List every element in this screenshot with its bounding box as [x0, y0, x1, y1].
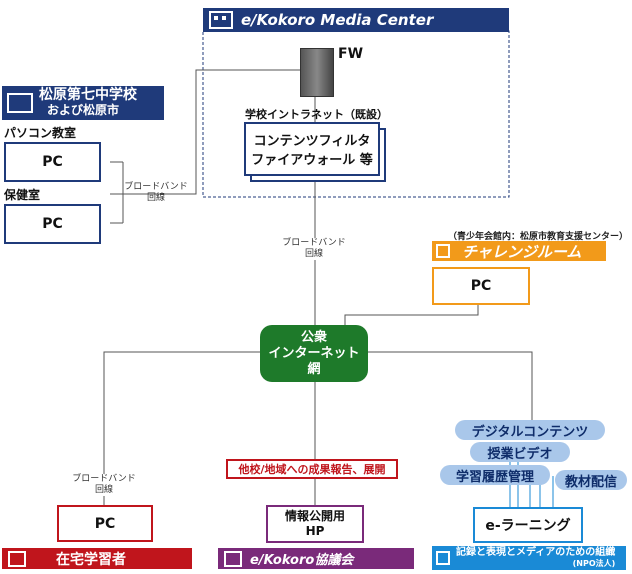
fw-label: FW — [338, 46, 364, 62]
challenge-pc: PC — [432, 267, 530, 305]
broadband-label-school: ブロードバンド回線 — [124, 182, 188, 203]
media-center-banner: e/Kokoro Media Center — [203, 8, 509, 32]
filter-line1: コンテンツフィルタ — [253, 134, 371, 149]
intranet-label: 学校イントラネット（既設） — [245, 108, 388, 121]
kokoro-banner: e/Kokoro協議会 — [218, 548, 414, 569]
npo-banner: 記録と表現とメディアのための組織 (NPO法人) — [432, 546, 626, 570]
infirmary-pc: PC — [4, 204, 101, 244]
building-icon — [209, 11, 233, 29]
school-title: 松原第七中学校 — [39, 87, 137, 103]
home-banner: 在宅学習者 — [2, 548, 192, 569]
npo-subtitle: (NPO法人) — [572, 559, 616, 568]
internet-to-elearning-line — [368, 351, 533, 420]
pc-label: PC — [470, 278, 492, 294]
challenge-note: （青少年会館内：松原市教育支援センター） — [448, 232, 629, 242]
broadband-label-center: ブロードバンド回線 — [276, 238, 352, 260]
pill-class-video: 授業ビデオ — [470, 442, 570, 462]
door-icon — [436, 244, 450, 258]
kokoro-title: e/Kokoro協議会 — [250, 553, 354, 568]
challenge-title: チャレンジルーム — [462, 242, 582, 261]
content-filter-box: コンテンツフィルタ ファイアウォール 等 — [244, 122, 380, 176]
broadband-label-home: ブロードバンド回線 — [66, 474, 142, 496]
internet-to-home-line — [103, 351, 260, 505]
fw-to-school-line — [110, 69, 300, 195]
house-icon — [8, 550, 26, 567]
npo-title: 記録と表現とメディアのための組織 — [456, 547, 616, 558]
pc-label: PC — [94, 515, 116, 532]
school-banner: 松原第七中学校 および松原市 — [2, 86, 164, 120]
report-box: 他校/地域への成果報告、展開 — [226, 459, 398, 479]
challenge-banner: チャレンジルーム — [432, 241, 606, 261]
pc-lab-pc: PC — [4, 142, 101, 182]
pill-digital-contents: デジタルコンテンツ — [455, 420, 605, 440]
pill-learning-history: 学習履歴管理 — [440, 465, 550, 485]
home-pc: PC — [57, 505, 153, 542]
school-subtitle: および松原市 — [47, 103, 120, 117]
pill-materials: 教材配信 — [555, 470, 627, 490]
filter-line2: ファイアウォール 等 — [251, 153, 373, 168]
home-title: 在宅学習者 — [56, 551, 126, 568]
e-learning-box: e-ラーニング — [473, 507, 583, 543]
pc-label: PC — [42, 216, 63, 232]
media-center-title: e/Kokoro Media Center — [241, 11, 434, 29]
school-icon — [7, 93, 33, 113]
door-icon — [436, 551, 450, 565]
pc-label: PC — [42, 154, 63, 170]
firewall-server-icon — [300, 48, 334, 97]
public-hp-box: 情報公開用 HP — [266, 505, 364, 543]
room-infirmary: 保健室 — [4, 188, 41, 202]
room-pc-lab: パソコン教室 — [4, 126, 77, 140]
public-internet-node: 公衆 インターネット 網 — [260, 325, 368, 382]
challenge-to-internet-line — [344, 305, 479, 325]
building-icon — [224, 550, 242, 567]
